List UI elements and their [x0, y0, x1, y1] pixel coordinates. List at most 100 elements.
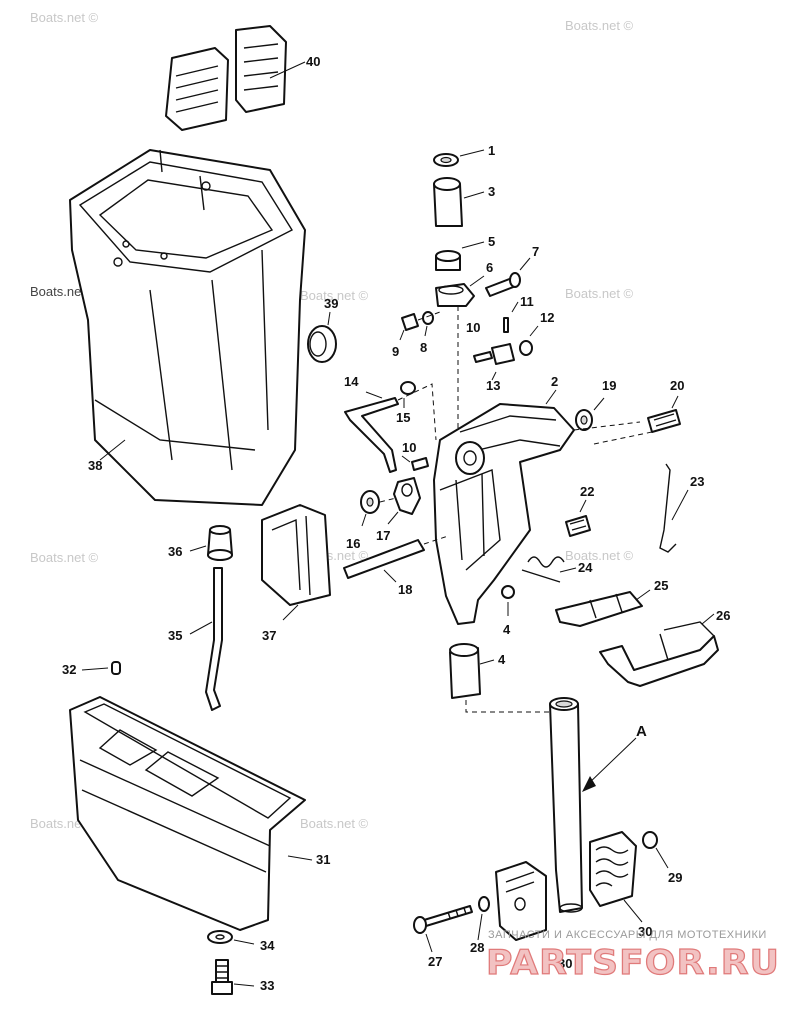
part-12-cap: [519, 325, 539, 356]
part-20-plate: [647, 395, 681, 433]
watermark: Boats.net ©: [300, 288, 369, 303]
part-4-cap-small: [501, 585, 515, 616]
part-38-exhaust-housing: [69, 149, 306, 506]
callout-40: 40: [306, 54, 320, 69]
callout-35: 35: [168, 628, 182, 643]
callout-14: 14: [344, 374, 359, 389]
part-15-bushing: [400, 381, 416, 408]
callout-39: 39: [324, 296, 338, 311]
part-7-screw: [485, 257, 531, 297]
part-33-bolt: [211, 959, 255, 995]
brand-tagline: ЗАПЧАСТИ И АКСЕССУАРЫ ДЛЯ МОТОТЕХНИКИ: [488, 929, 767, 941]
part-31-lower-housing: [69, 696, 313, 931]
part-34-washer: [207, 930, 255, 945]
callout-13: 13: [486, 378, 500, 393]
callout-19: 19: [602, 378, 616, 393]
callout-3: 3: [488, 184, 495, 199]
watermark: Boats.net ©: [565, 18, 634, 33]
callout-37: 37: [262, 628, 276, 643]
watermark: Boats.net ©: [565, 286, 634, 301]
callout-5: 5: [488, 234, 495, 249]
part-36-grommet: [189, 525, 233, 561]
brand-watermark: ЗАПЧАСТИ И АКСЕССУАРЫ ДЛЯ МОТОТЕХНИКИ PA…: [485, 929, 780, 984]
part-30-clamp-right: [589, 831, 643, 923]
callout-23: 23: [690, 474, 704, 489]
callout-22: 22: [580, 484, 594, 499]
part-6-clamp: [435, 275, 485, 307]
callout-30: 30: [558, 956, 572, 971]
callout-27: 27: [428, 954, 442, 969]
callout-26: 26: [716, 608, 730, 623]
part-32-pin: [81, 661, 121, 675]
part-5-ring: [435, 241, 485, 271]
callout-34: 34: [260, 938, 275, 953]
callout-a: A: [636, 723, 647, 740]
part-2-swivel-bracket: [433, 389, 575, 625]
callout-20: 20: [670, 378, 684, 393]
callout-4: 4: [498, 652, 506, 667]
part-10-pin-lower: [401, 455, 429, 471]
callout-28: 28: [470, 940, 484, 955]
watermark: Boats.net: [30, 284, 85, 299]
callout-18: 18: [398, 582, 412, 597]
callout-8: 8: [420, 340, 427, 355]
watermark: Boats.net ©: [565, 548, 634, 563]
part-30-clamp-left: [495, 861, 547, 941]
brand-logo: PARTSFOR.RU: [486, 943, 780, 983]
callout-29: 29: [668, 870, 682, 885]
callout-1: 1: [488, 143, 495, 158]
callout-17: 17: [376, 528, 390, 543]
part-26-bracket: [599, 613, 719, 687]
part-27-bolt: [413, 905, 473, 953]
callout-16: 16: [346, 536, 360, 551]
part-4-bushing: [449, 643, 495, 699]
callout-38: 38: [88, 458, 102, 473]
part-35-water-tube: [189, 567, 223, 711]
part-a-steering-tube: [549, 697, 637, 913]
callout-33: 33: [260, 978, 274, 993]
part-17-clamp: [387, 477, 421, 525]
watermark: Boats.net ©: [30, 550, 99, 565]
part-40-cover: [165, 25, 306, 131]
callout-36: 36: [168, 544, 182, 559]
callout-24: 24: [578, 560, 593, 575]
callout-7: 7: [532, 244, 539, 259]
part-18-pin: [343, 535, 449, 583]
watermark: Boats.net ©: [300, 816, 369, 831]
callout-10: 10: [402, 440, 416, 455]
part-19-washer: [575, 397, 605, 431]
part-1-nut: [433, 149, 485, 167]
assembly-line: [465, 700, 557, 713]
part-13-block: [491, 343, 515, 381]
callout-10: 10: [466, 320, 480, 335]
assembly-line: [417, 311, 441, 321]
callout-32: 32: [62, 662, 76, 677]
part-9-washer: [399, 313, 419, 341]
part-16-washer: [360, 490, 380, 527]
assembly-line: [423, 535, 449, 545]
part-29-washer: [642, 831, 669, 869]
part-23-spring-wire: [659, 463, 689, 553]
callout-4: 4: [503, 622, 511, 637]
assembly-line: [379, 497, 397, 503]
callout-30: 30: [638, 924, 652, 939]
callout-9: 9: [392, 344, 399, 359]
callout-31: 31: [316, 852, 330, 867]
callout-6: 6: [486, 260, 493, 275]
part-10-pin-upper: [473, 351, 493, 363]
part-24-spring: [521, 556, 577, 583]
part-3-bushing: [433, 177, 485, 227]
callout-labels: 1 2 3 4 4 5 6 7 8 9 10 10 11 12 13 14 15…: [62, 54, 730, 993]
callout-25: 25: [654, 578, 668, 593]
watermark: Boats.net ©: [30, 10, 99, 25]
assembly-line: [573, 421, 653, 445]
part-37-bracket: [261, 504, 331, 621]
part-39-plug: [307, 311, 337, 363]
part-28-washer: [477, 896, 490, 941]
part-25-bracket: [555, 589, 651, 627]
callout-12: 12: [540, 310, 554, 325]
part-8-washer: [422, 311, 434, 337]
callout-15: 15: [396, 410, 410, 425]
part-11-pin: [503, 301, 519, 333]
